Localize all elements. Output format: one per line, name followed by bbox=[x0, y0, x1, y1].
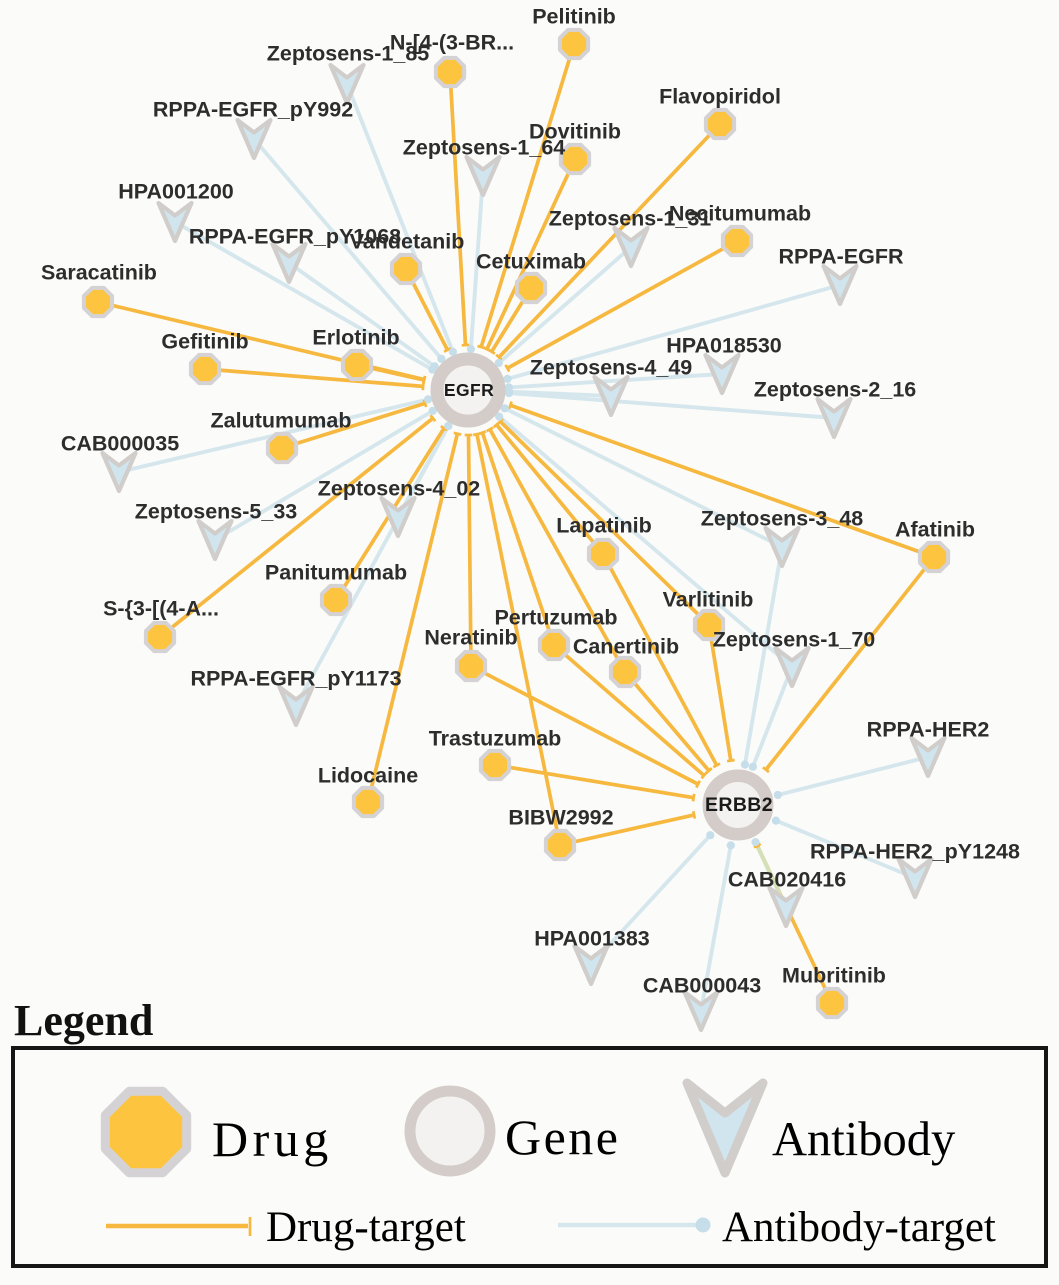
svg-text:CAB000035: CAB000035 bbox=[61, 432, 179, 456]
svg-text:Drug-target: Drug-target bbox=[266, 1204, 466, 1251]
svg-text:Saracatinib: Saracatinib bbox=[41, 261, 157, 285]
svg-text:Antibody-target: Antibody-target bbox=[722, 1204, 996, 1251]
svg-text:Zeptosens-1_70: Zeptosens-1_70 bbox=[713, 628, 876, 652]
svg-text:Antibody: Antibody bbox=[772, 1113, 956, 1166]
svg-text:Zeptosens-1_85: Zeptosens-1_85 bbox=[267, 42, 430, 66]
svg-text:Cetuximab: Cetuximab bbox=[476, 250, 586, 274]
svg-text:Lapatinib: Lapatinib bbox=[556, 514, 652, 538]
svg-text:RPPA-HER2_pY1248: RPPA-HER2_pY1248 bbox=[810, 840, 1020, 864]
svg-text:Mubritinib: Mubritinib bbox=[782, 964, 886, 988]
svg-text:CAB000043: CAB000043 bbox=[643, 974, 761, 998]
svg-text:Pelitinib: Pelitinib bbox=[532, 5, 616, 29]
svg-text:Zeptosens-4_49: Zeptosens-4_49 bbox=[530, 356, 693, 380]
svg-text:Pertuzumab: Pertuzumab bbox=[494, 606, 617, 630]
svg-text:Varlitinib: Varlitinib bbox=[663, 588, 754, 612]
svg-text:Canertinib: Canertinib bbox=[573, 635, 679, 659]
svg-text:Zeptosens-3_48: Zeptosens-3_48 bbox=[701, 507, 864, 531]
svg-text:EGFR: EGFR bbox=[444, 380, 494, 400]
svg-text:RPPA-EGFR: RPPA-EGFR bbox=[778, 245, 903, 269]
svg-text:Trastuzumab: Trastuzumab bbox=[429, 727, 562, 751]
svg-text:Gefitinib: Gefitinib bbox=[161, 330, 248, 354]
svg-text:Panitumumab: Panitumumab bbox=[265, 561, 407, 585]
svg-text:Zalutumumab: Zalutumumab bbox=[211, 409, 352, 433]
svg-text:BIBW2992: BIBW2992 bbox=[508, 806, 613, 830]
svg-text:HPA001200: HPA001200 bbox=[118, 180, 234, 204]
svg-text:RPPA-EGFR_pY1068: RPPA-EGFR_pY1068 bbox=[189, 225, 401, 249]
svg-text:Legend: Legend bbox=[14, 996, 153, 1045]
svg-text:Zeptosens-5_33: Zeptosens-5_33 bbox=[135, 500, 298, 524]
svg-text:Zeptosens-2_16: Zeptosens-2_16 bbox=[754, 378, 917, 402]
svg-text:Zeptosens-1_64: Zeptosens-1_64 bbox=[403, 136, 566, 160]
svg-text:ERBB2: ERBB2 bbox=[705, 794, 773, 816]
svg-text:S-{3-[(4-A...: S-{3-[(4-A... bbox=[103, 597, 219, 621]
svg-text:HPA018530: HPA018530 bbox=[666, 334, 782, 358]
svg-text:Flavopiridol: Flavopiridol bbox=[659, 85, 781, 109]
svg-text:RPPA-EGFR_pY1173: RPPA-EGFR_pY1173 bbox=[190, 667, 401, 691]
svg-text:Lidocaine: Lidocaine bbox=[318, 764, 418, 788]
svg-text:CAB020416: CAB020416 bbox=[728, 868, 846, 892]
svg-text:RPPA-EGFR_pY992: RPPA-EGFR_pY992 bbox=[153, 98, 353, 122]
svg-text:RPPA-HER2: RPPA-HER2 bbox=[867, 718, 990, 742]
svg-text:HPA001383: HPA001383 bbox=[534, 927, 650, 951]
svg-text:Zeptosens-4_02: Zeptosens-4_02 bbox=[318, 477, 481, 501]
svg-text:Gene: Gene bbox=[505, 1109, 621, 1165]
svg-text:Erlotinib: Erlotinib bbox=[312, 326, 399, 350]
svg-text:Drug: Drug bbox=[212, 1111, 333, 1167]
svg-text:Afatinib: Afatinib bbox=[895, 518, 975, 542]
svg-text:Zeptosens-1_31: Zeptosens-1_31 bbox=[549, 207, 712, 231]
